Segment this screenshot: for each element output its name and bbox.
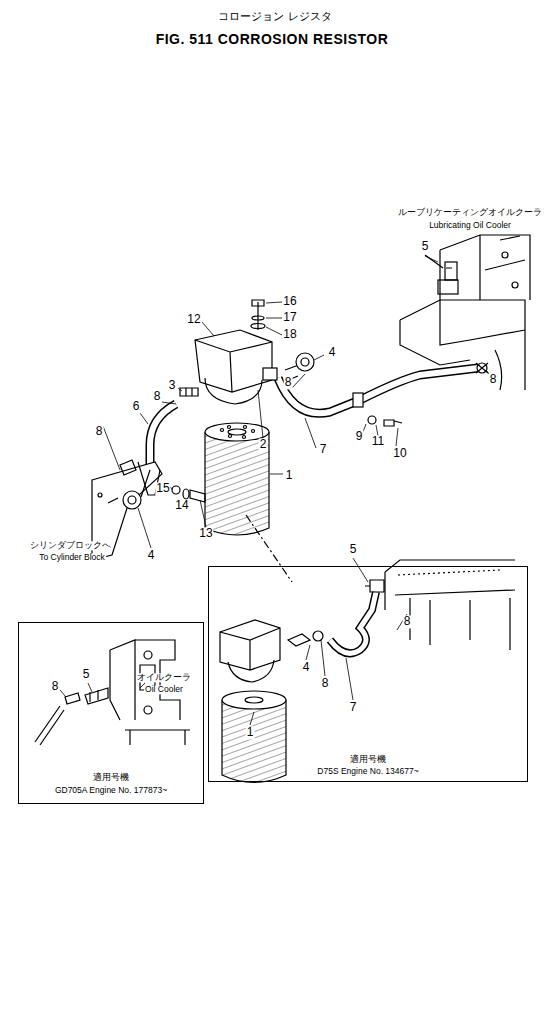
callout-number: 6 <box>132 400 141 413</box>
callout-number: 5 <box>82 668 91 681</box>
inset-oil-cooler <box>35 640 190 745</box>
applicability-panel: 適用号機 D75S Engine No. 134677~ <box>208 566 528 782</box>
callout-number: 1 <box>246 726 255 739</box>
callout-number: 8 <box>403 615 412 628</box>
figure-title: FIG. 511 CORROSION RESISTOR <box>0 31 544 47</box>
callout-number: 7 <box>319 443 328 456</box>
callout-number: 16 <box>282 295 297 308</box>
callout-number: 18 <box>282 328 297 341</box>
hose <box>278 368 478 413</box>
callout-number: 14 <box>174 499 189 512</box>
callout-number: 3 <box>168 379 177 392</box>
callout-number: 7 <box>349 701 358 714</box>
resistor-head <box>180 330 277 404</box>
corrosion-filter <box>205 423 269 535</box>
applicability-panel: 適用号機 GD705A Engine No. 177873~ <box>18 622 204 804</box>
callout-number: 8 <box>153 390 162 403</box>
leader-lines <box>60 256 489 725</box>
panel-heading: 適用号機 <box>349 754 387 764</box>
callout-number: 15 <box>155 482 170 495</box>
callout-number: 8 <box>284 376 293 389</box>
callout-number: 8 <box>95 425 104 438</box>
callout-number: 8 <box>489 373 498 386</box>
callout-number: 17 <box>282 311 297 324</box>
engine-number: D75S Engine No. 134677~ <box>316 766 419 776</box>
engine-number: GD705A Engine No. 177873~ <box>54 785 168 795</box>
callout-number: 4 <box>147 549 156 562</box>
part-note: To Cylinder Block <box>38 553 106 562</box>
callout-number: 4 <box>302 661 311 674</box>
callout-number: 13 <box>198 527 213 540</box>
inset-alt-layout <box>220 560 515 783</box>
callout-number: 11 <box>371 435 385 448</box>
callout-number: 2 <box>259 438 268 451</box>
callout-number: 12 <box>186 313 201 326</box>
callout-number: 9 <box>355 430 364 443</box>
callout-number: 8 <box>51 680 60 693</box>
part-note: Lubricating Oil Cooler <box>428 221 512 230</box>
panel-heading: 適用号機 <box>92 772 130 782</box>
callout-number: 5 <box>421 240 430 253</box>
callout-number: 10 <box>392 447 407 460</box>
part-note: Oil Cooler <box>144 685 184 694</box>
elbow-fitting <box>425 255 458 294</box>
part-note: コロージョン レジスタ <box>217 10 332 22</box>
part-note: シリンダブロックへ <box>29 541 112 550</box>
callout-number: 4 <box>328 346 337 359</box>
callout-number: 5 <box>349 543 358 556</box>
part-note: ルーブリケーティングオイルクーラ <box>397 208 543 217</box>
callout-number: 1 <box>285 469 294 482</box>
part-note: オイルクーラ <box>136 673 192 682</box>
callout-number: 8 <box>321 677 330 690</box>
